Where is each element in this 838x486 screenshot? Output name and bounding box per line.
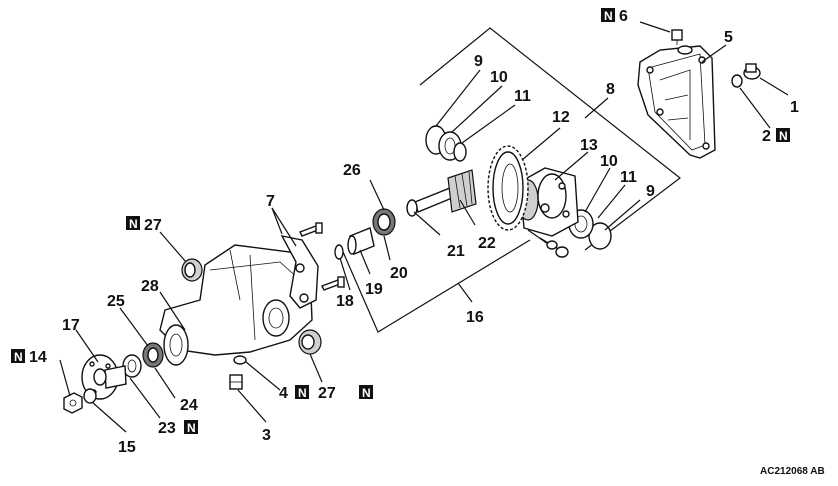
n-marker-27-left: N — [126, 216, 140, 231]
n-marker-27-right: N — [359, 385, 373, 400]
label-6: 6 — [619, 8, 628, 25]
companion-flange — [81, 354, 127, 400]
n-marker-23: N — [184, 420, 198, 435]
label-9-right: 9 — [646, 183, 655, 200]
svg-text:N: N — [298, 386, 307, 400]
ring-gear-bolts — [527, 229, 569, 258]
cover-screw — [677, 45, 693, 55]
svg-text:N: N — [129, 217, 138, 231]
filler-plug-gasket — [731, 74, 743, 88]
n-marker-4: N — [295, 385, 309, 400]
label-11-right: 11 — [620, 169, 637, 186]
label-17: 17 — [62, 317, 80, 334]
flange-washer — [83, 388, 97, 404]
label-27-left: 27 — [144, 217, 162, 234]
label-4: 4 — [279, 385, 288, 402]
pinion-spacer — [347, 227, 375, 255]
n-markers: N N N N N N N — [11, 8, 790, 435]
label-20: 20 — [390, 265, 408, 282]
pinion-bearing — [372, 208, 396, 236]
drive-pinion — [414, 169, 477, 213]
n-marker-6: N — [601, 8, 615, 23]
ring-gear — [487, 145, 529, 231]
differential-carrier — [159, 235, 319, 366]
svg-text:N: N — [14, 350, 23, 364]
label-22: 22 — [478, 235, 496, 252]
label-16: 16 — [466, 309, 484, 326]
oil-seal-right — [298, 329, 322, 355]
svg-text:N: N — [604, 9, 613, 23]
label-5: 5 — [724, 29, 733, 46]
leader-lines — [59, 21, 789, 433]
breather-plug — [671, 29, 683, 45]
figure-code: AC212068 AB — [760, 466, 825, 477]
label-27-right: 27 — [318, 385, 336, 402]
mounting-bolts — [299, 222, 345, 291]
flange-nut — [63, 392, 83, 414]
svg-text:N: N — [779, 129, 788, 143]
label-2: 2 — [762, 128, 771, 145]
label-7: 7 — [266, 193, 275, 210]
oil-seal-left — [181, 258, 203, 282]
svg-text:N: N — [187, 421, 196, 435]
assembly-bracket-8 — [419, 27, 681, 251]
label-8: 8 — [606, 81, 615, 98]
n-marker-14: N — [11, 349, 25, 364]
label-15: 15 — [118, 439, 136, 456]
label-10-left: 10 — [490, 69, 508, 86]
n-marker-2: N — [776, 128, 790, 143]
spacer-washer — [334, 244, 344, 260]
label-11-left: 11 — [514, 88, 531, 105]
differential-cover — [637, 45, 716, 159]
label-21: 21 — [447, 243, 465, 260]
label-19: 19 — [365, 281, 383, 298]
label-23: 23 — [158, 420, 176, 437]
label-10-right: 10 — [600, 153, 618, 170]
front-bearing — [142, 342, 164, 368]
drain-plug — [229, 374, 243, 390]
label-13: 13 — [580, 137, 598, 154]
front-oil-seal — [122, 354, 142, 378]
side-bearing-left — [425, 125, 467, 162]
assembly-bracket-16 — [339, 239, 531, 333]
svg-text:N: N — [362, 386, 371, 400]
label-14: 14 — [29, 349, 47, 366]
label-3: 3 — [262, 427, 271, 444]
filler-plug — [743, 63, 761, 80]
label-26: 26 — [343, 162, 361, 179]
drain-plug-gasket — [233, 355, 247, 365]
label-24: 24 — [180, 397, 198, 414]
label-1: 1 — [790, 99, 799, 116]
label-9-left: 9 — [474, 53, 483, 70]
part-labels: 1 2 3 4 5 6 7 8 9 9 10 10 11 11 12 13 14… — [29, 8, 799, 456]
label-25: 25 — [107, 293, 125, 310]
label-12: 12 — [552, 109, 570, 126]
label-18: 18 — [336, 293, 354, 310]
label-28: 28 — [141, 278, 159, 295]
